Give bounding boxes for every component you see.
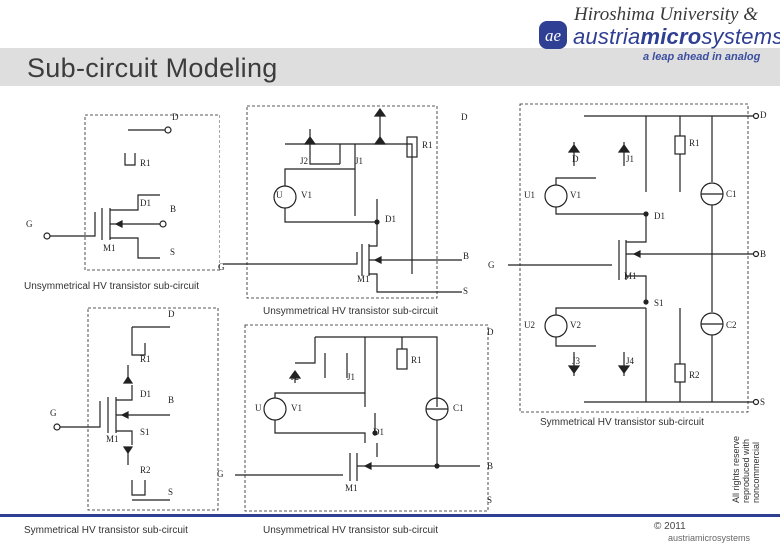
label-s: S: [170, 247, 175, 257]
label-r2: R2: [689, 370, 700, 380]
brand-name: austriamicrosystems: [573, 24, 780, 50]
figure-3-schematic: D R1 D1 G B S1 M1 R2 S: [50, 307, 219, 511]
label-u: U: [255, 403, 262, 413]
label-m1: M1: [357, 274, 370, 284]
label-d1: D1: [140, 389, 151, 399]
label-d1: D1: [140, 198, 151, 208]
label-s: S: [760, 397, 765, 407]
figure-3-caption: Symmetrical HV transistor sub-circuit: [24, 525, 188, 536]
label-b: B: [170, 204, 176, 214]
label-j1: J1: [355, 156, 363, 166]
label-m1: M1: [103, 243, 116, 253]
label-s: S: [463, 286, 468, 296]
label-j2: J2: [291, 372, 299, 382]
footer-company: austriamicrosystems: [668, 533, 751, 543]
label-j1: J1: [626, 154, 634, 164]
label-d: D: [461, 112, 468, 122]
label-g: G: [26, 219, 33, 229]
label-d: D: [168, 309, 175, 319]
label-d: D: [760, 110, 767, 120]
label-r1: R1: [422, 140, 433, 150]
label-r1: R1: [411, 355, 422, 365]
label-s1: S1: [140, 427, 150, 437]
label-d1: D1: [654, 211, 665, 221]
label-v1: V1: [570, 190, 581, 200]
copyright-text: © 2011: [654, 521, 686, 532]
figure-1-caption: Unsymmetrical HV transistor sub-circuit: [24, 281, 200, 292]
logo-text: ae: [545, 26, 562, 45]
label-d1: D1: [385, 214, 396, 224]
label-r2: R2: [140, 465, 151, 475]
label-u: U: [276, 190, 283, 200]
brand-part-1: austria: [573, 24, 641, 49]
label-d: D: [172, 112, 179, 122]
label-b: B: [168, 395, 174, 405]
label-dj: D: [572, 154, 579, 164]
partner-name: Hiroshima University &: [574, 4, 759, 25]
figure-1-schematic: D R1 D1 B S G M1: [26, 112, 220, 271]
footer-divider: [0, 514, 780, 517]
label-g: G: [488, 260, 495, 270]
label-g: G: [218, 262, 225, 272]
label-u1: U1: [524, 190, 535, 200]
brand-part-2: micro: [640, 24, 702, 49]
figure-5-caption: Symmetrical HV transistor sub-circuit: [540, 417, 704, 428]
label-c1: C1: [453, 403, 464, 413]
label-b: B: [487, 461, 493, 471]
label-c2: C2: [726, 320, 737, 330]
label-c1: C1: [726, 189, 737, 199]
header-bar: [0, 48, 780, 86]
label-j3: J3: [572, 356, 581, 366]
rights-notice: All rights reserve reproduced with nonco…: [731, 435, 761, 503]
label-v1: V1: [301, 190, 312, 200]
label-b: B: [760, 249, 766, 259]
figure-4-caption: Unsymmetrical HV transistor sub-circuit: [263, 525, 439, 536]
label-r1: R1: [140, 158, 151, 168]
label-m1: M1: [345, 483, 358, 493]
label-r1: R1: [140, 354, 151, 364]
figure-2-caption: Unsymmetrical HV transistor sub-circuit: [263, 306, 439, 317]
label-j1: J1: [347, 372, 355, 382]
label-r1: R1: [689, 138, 700, 148]
label-j4: J4: [626, 356, 635, 366]
label-g: G: [50, 408, 57, 418]
figure-5-schematic: D R1 C1 D J1 U1 V1 D1 G B M1 S1 U2 V2 J3…: [488, 103, 767, 413]
label-d1: D1: [373, 427, 384, 437]
label-s: S: [168, 487, 173, 497]
label-d: D: [487, 327, 494, 337]
label-v1: V1: [291, 403, 302, 413]
label-v2: V2: [570, 320, 581, 330]
label-m1: M1: [106, 434, 119, 444]
label-b: B: [463, 251, 469, 261]
label-g: G: [217, 469, 224, 479]
figure-2-schematic: J2 J1 R1 D U V1 D1 B S G M1: [218, 105, 469, 299]
label-u2: U2: [524, 320, 535, 330]
label-j2: J2: [300, 156, 308, 166]
company-logo-icon: ae: [539, 21, 567, 49]
page-title: Sub-circuit Modeling: [27, 53, 278, 83]
figure-4-schematic: D R1 J2 J1 U V1 C1 D1 B G M1 S: [217, 324, 494, 512]
label-s1: S1: [654, 298, 664, 308]
label-s: S: [487, 495, 492, 505]
tagline: a leap ahead in analog: [643, 51, 761, 63]
brand-part-3: systems: [701, 24, 780, 49]
